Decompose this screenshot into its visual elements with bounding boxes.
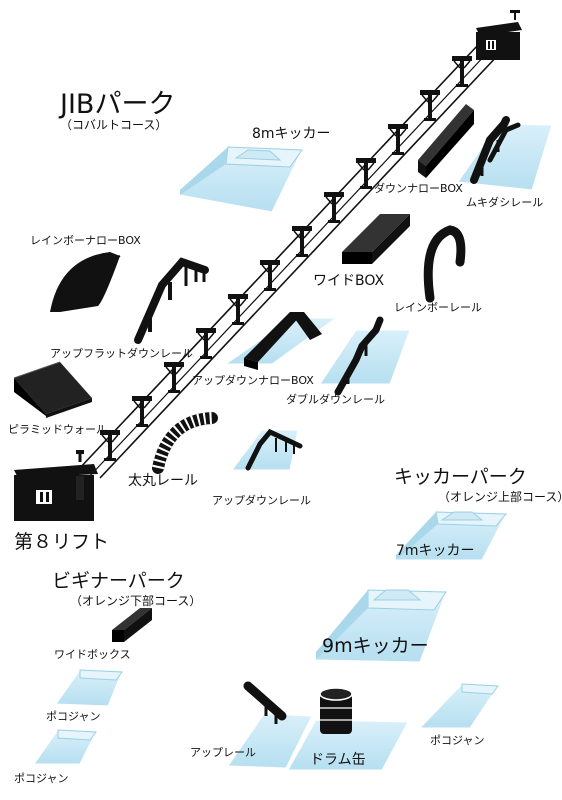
label-rainbow-rail: レインボーレール [394, 301, 482, 314]
lift-tower-icon [164, 362, 184, 393]
label-pyramid-wall: ピラミッドウォール [8, 423, 107, 436]
lift-tower-icon [228, 294, 248, 325]
pyramid-wall-icon [13, 361, 92, 418]
label-kicker-7m: 7mキッカー [396, 543, 475, 559]
lift-tower-icon [132, 396, 152, 427]
lift-tower-icon [260, 260, 280, 291]
beginner-park-subtitle: （オレンジ下部コース） [70, 594, 202, 608]
lift-tower-icon [452, 56, 472, 87]
double-down-rail-icon [319, 316, 411, 396]
wide-box-beginner-icon [112, 608, 152, 642]
jib-park-title: JIBパーク [60, 89, 176, 120]
lift-label: 第８リフト [14, 531, 110, 553]
label-rainbow-narrow-box: レインボーナローBOX [30, 234, 141, 247]
down-narrow-box-icon [418, 104, 474, 178]
jib-park-subtitle: （コバルトコース） [60, 118, 168, 132]
wide-box-icon [342, 214, 410, 264]
drum-can-icon [319, 687, 353, 734]
rainbow-narrow-box-icon [50, 252, 121, 312]
label-pocojan-1: ポコジャン [46, 710, 101, 723]
label-down-narrow-box: ダウンナローBOX [374, 182, 463, 195]
label-up-down-rail: アップダウンレール [212, 494, 311, 507]
label-up-rail: アップレール [190, 746, 256, 759]
kicker-9m-icon [315, 589, 447, 663]
futomaru-rail-icon [152, 412, 218, 474]
label-kicker-9m: 9mキッカー [322, 635, 429, 657]
lift-tower-icon [324, 192, 344, 223]
rainbow-rail-icon [423, 225, 466, 303]
lift-tower-icon [196, 328, 216, 359]
up-flat-down-rail-icon [134, 257, 209, 344]
pocojan-3-icon [418, 683, 499, 729]
beginner-park-title: ビギナーパーク [52, 570, 185, 592]
label-wide-box: ワイドBOX [313, 273, 385, 289]
lift-tower-icon [100, 430, 120, 461]
label-wide-box-beginner: ワイドボックス [54, 648, 131, 661]
label-kicker-8m: 8mキッカー [252, 126, 331, 142]
up-down-narrow-box-icon [224, 312, 338, 370]
label-futomaru-rail: 太丸レール [128, 473, 198, 489]
label-pocojan-3: ポコジャン [430, 734, 485, 747]
label-double-down-rail: ダブルダウンレール [286, 393, 385, 406]
up-down-rail-icon [231, 428, 303, 471]
lift-tower-icon [292, 226, 312, 257]
lift-tower-icon [420, 90, 440, 121]
pocojan-2-icon [33, 729, 97, 765]
lift-tower-icon [388, 124, 408, 155]
pocojan-1-icon [55, 669, 123, 707]
kicker-park-title: キッカーパーク [394, 466, 527, 488]
label-mukidashi-rail: ムキダシレール [466, 196, 544, 209]
up-rail-drum-area [227, 713, 409, 771]
mukidashi-rail-icon [457, 116, 553, 191]
lift-towers [100, 56, 472, 461]
lift-station-bottom-icon [14, 450, 98, 521]
kicker-park-subtitle: （オレンジ上部コース） [438, 490, 562, 504]
up-rail-icon [243, 681, 287, 724]
label-up-flat-down-rail: アップフラットダウンレール [50, 347, 193, 360]
lift-station-top-icon [476, 10, 522, 60]
label-pocojan-2: ポコジャン [14, 772, 69, 785]
kicker-8m-icon [178, 146, 303, 213]
label-drum-can: ドラム缶 [310, 752, 366, 768]
kicker-7m-icon [394, 511, 508, 561]
label-up-down-narrow-box: アップダウンナローBOX [192, 374, 314, 387]
lift-tower-icon [356, 158, 376, 189]
